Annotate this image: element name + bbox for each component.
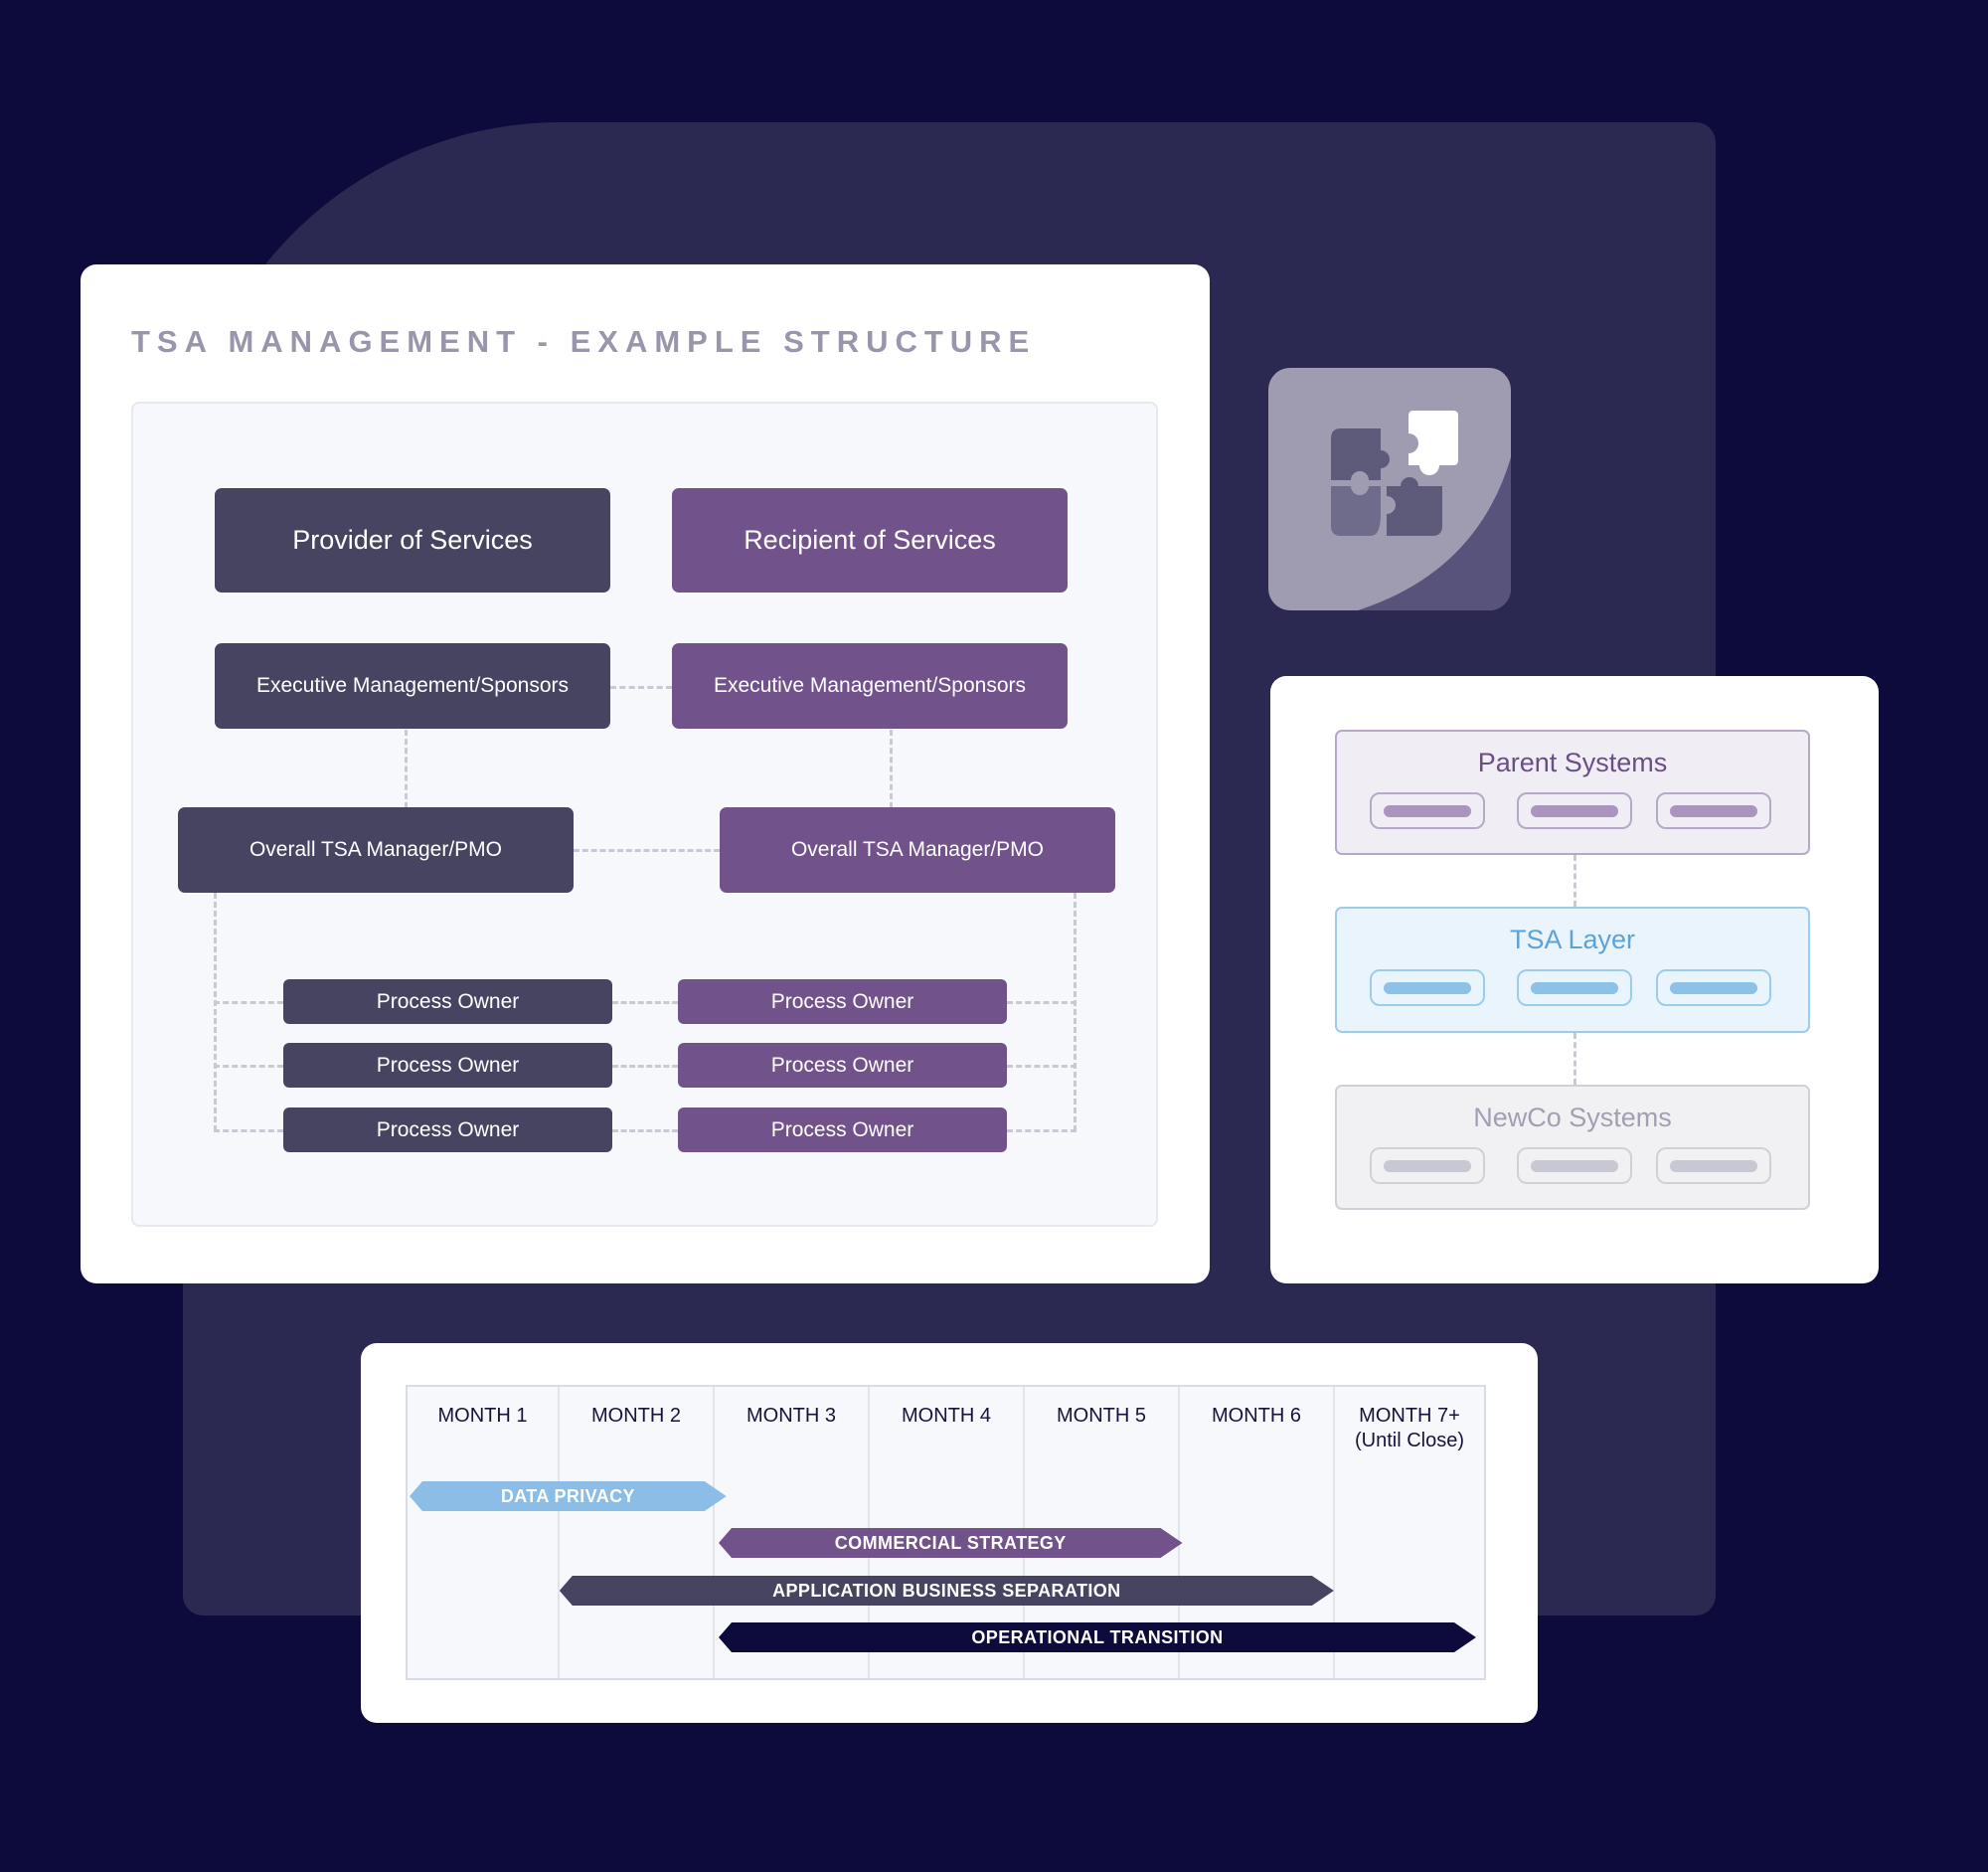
connector-provider-po2: [214, 1065, 283, 1068]
connector-tsa-newco: [1574, 1033, 1576, 1085]
puzzle-tile: [1268, 368, 1511, 610]
tsa-layer-slot-bar: [1531, 982, 1618, 994]
connector-recipient-po2: [1007, 1065, 1077, 1068]
newco-system-slot-bar: [1384, 1160, 1471, 1172]
timeline-column-divider: [713, 1387, 715, 1678]
timeline-month-header: MONTH 4: [902, 1405, 991, 1427]
connector-executive: [610, 686, 672, 689]
provider-executive: Executive Management/Sponsors: [215, 643, 610, 729]
connector-manager: [574, 849, 720, 852]
puzzle-icon: [1331, 411, 1511, 610]
recipient-process-owner: Process Owner: [678, 1043, 1007, 1088]
timeline-column-divider: [558, 1387, 560, 1678]
newco-system-slot-bar: [1531, 1160, 1618, 1172]
timeline-month-header: MONTH 6: [1212, 1405, 1301, 1427]
newco-systems-title: NewCo Systems: [1473, 1103, 1672, 1132]
timeline-month-header: MONTH 7+ (Until Close): [1354, 1405, 1465, 1451]
timeline-column-divider: [1333, 1387, 1335, 1678]
workstream-bar: COMMERCIAL STRATEGY: [719, 1528, 1183, 1558]
provider-header: Provider of Services: [215, 488, 610, 593]
recipient-manager: Overall TSA Manager/PMO: [720, 807, 1115, 893]
timeline-month-header: MONTH 2: [591, 1405, 681, 1427]
connector-recipient-bracket: [1074, 893, 1077, 1131]
connector-process-owner-2: [612, 1065, 678, 1068]
parent-system-slot-bar: [1531, 805, 1618, 817]
connector-parent-tsa: [1574, 855, 1576, 907]
provider-process-owner: Process Owner: [283, 1107, 612, 1152]
connector-process-owner-1: [612, 1001, 678, 1004]
workstream-bar: APPLICATION BUSINESS SEPARATION: [560, 1576, 1334, 1606]
connector-provider-po1: [214, 1001, 283, 1004]
timeline-month-header: MONTH 1: [437, 1405, 528, 1427]
tsa-layer-slot-bar: [1384, 982, 1471, 994]
tsa-layer-title: TSA Layer: [1509, 925, 1636, 954]
timeline-column-divider: [1178, 1387, 1180, 1678]
recipient-process-owner: Process Owner: [678, 979, 1007, 1024]
recipient-header: Recipient of Services: [672, 488, 1068, 593]
connector-recipient-po3: [1007, 1129, 1077, 1132]
parent-system-slot-bar: [1384, 805, 1471, 817]
connector-provider-bracket: [214, 893, 217, 1131]
newco-system-slot-bar: [1670, 1160, 1757, 1172]
connector-recipient-exec-manager: [890, 730, 893, 808]
provider-process-owner: Process Owner: [283, 979, 612, 1024]
connector-recipient-po1: [1007, 1001, 1077, 1004]
provider-manager: Overall TSA Manager/PMO: [178, 807, 574, 893]
recipient-executive: Executive Management/Sponsors: [672, 643, 1068, 729]
workstream-bar: OPERATIONAL TRANSITION: [719, 1622, 1476, 1652]
connector-provider-exec-manager: [405, 730, 408, 808]
tsa-layer-slot-bar: [1670, 982, 1757, 994]
parent-systems-title: Parent Systems: [1477, 748, 1668, 777]
provider-process-owner: Process Owner: [283, 1043, 612, 1088]
connector-process-owner-3: [612, 1129, 678, 1132]
timeline-month-header: MONTH 3: [746, 1405, 836, 1427]
recipient-process-owner: Process Owner: [678, 1107, 1007, 1152]
timeline-month-header: MONTH 5: [1057, 1405, 1146, 1427]
parent-system-slot-bar: [1670, 805, 1757, 817]
workstream-bar: DATA PRIVACY: [410, 1481, 727, 1511]
org-structure-title: TSA MANAGEMENT - EXAMPLE STRUCTURE: [131, 324, 1037, 359]
connector-provider-po3: [214, 1129, 283, 1132]
